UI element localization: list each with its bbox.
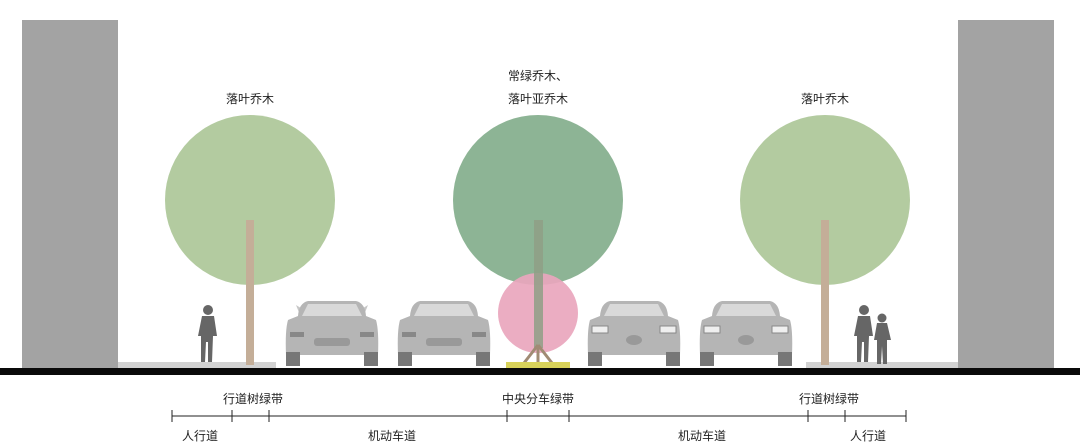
left-sidewalk-label: 人行道 xyxy=(181,429,218,443)
left-tree-trunk xyxy=(246,220,254,365)
left-building xyxy=(22,20,118,368)
right-lanes-label: 机动车道 xyxy=(677,429,726,443)
pedestrians-right xyxy=(854,305,891,364)
right-curb xyxy=(806,362,958,368)
right-tree-label: 落叶乔木 xyxy=(800,92,849,106)
car-2 xyxy=(397,301,491,366)
car-3 xyxy=(587,301,681,366)
car-4 xyxy=(699,301,793,366)
right-tree-trunk xyxy=(821,220,829,365)
median-label: 中央分车绿带 xyxy=(501,392,574,406)
right-sidewalk-label: 人行道 xyxy=(849,429,886,443)
center-tree-crown xyxy=(453,115,623,285)
left-curb xyxy=(118,362,276,368)
left-tree-belt-label: 行道树绿带 xyxy=(222,392,283,406)
center-tree-label-line2: 落叶亚乔木 xyxy=(507,92,568,106)
right-tree-crown xyxy=(740,115,910,285)
right-tree-belt-label: 行道树绿带 xyxy=(798,392,859,406)
left-tree-label: 落叶乔木 xyxy=(225,92,274,106)
center-tree-label-line1: 常绿乔木、 xyxy=(507,69,568,83)
center-tree-roots xyxy=(522,344,554,364)
left-lanes-label: 机动车道 xyxy=(367,429,416,443)
center-tree-trunk xyxy=(534,220,543,348)
ground-line xyxy=(0,368,1080,375)
pedestrian-left xyxy=(198,305,217,362)
median-planter xyxy=(506,362,570,368)
dimension-line xyxy=(171,410,907,422)
left-tree-crown xyxy=(165,115,335,285)
right-building xyxy=(958,20,1054,368)
car-1 xyxy=(285,301,379,366)
